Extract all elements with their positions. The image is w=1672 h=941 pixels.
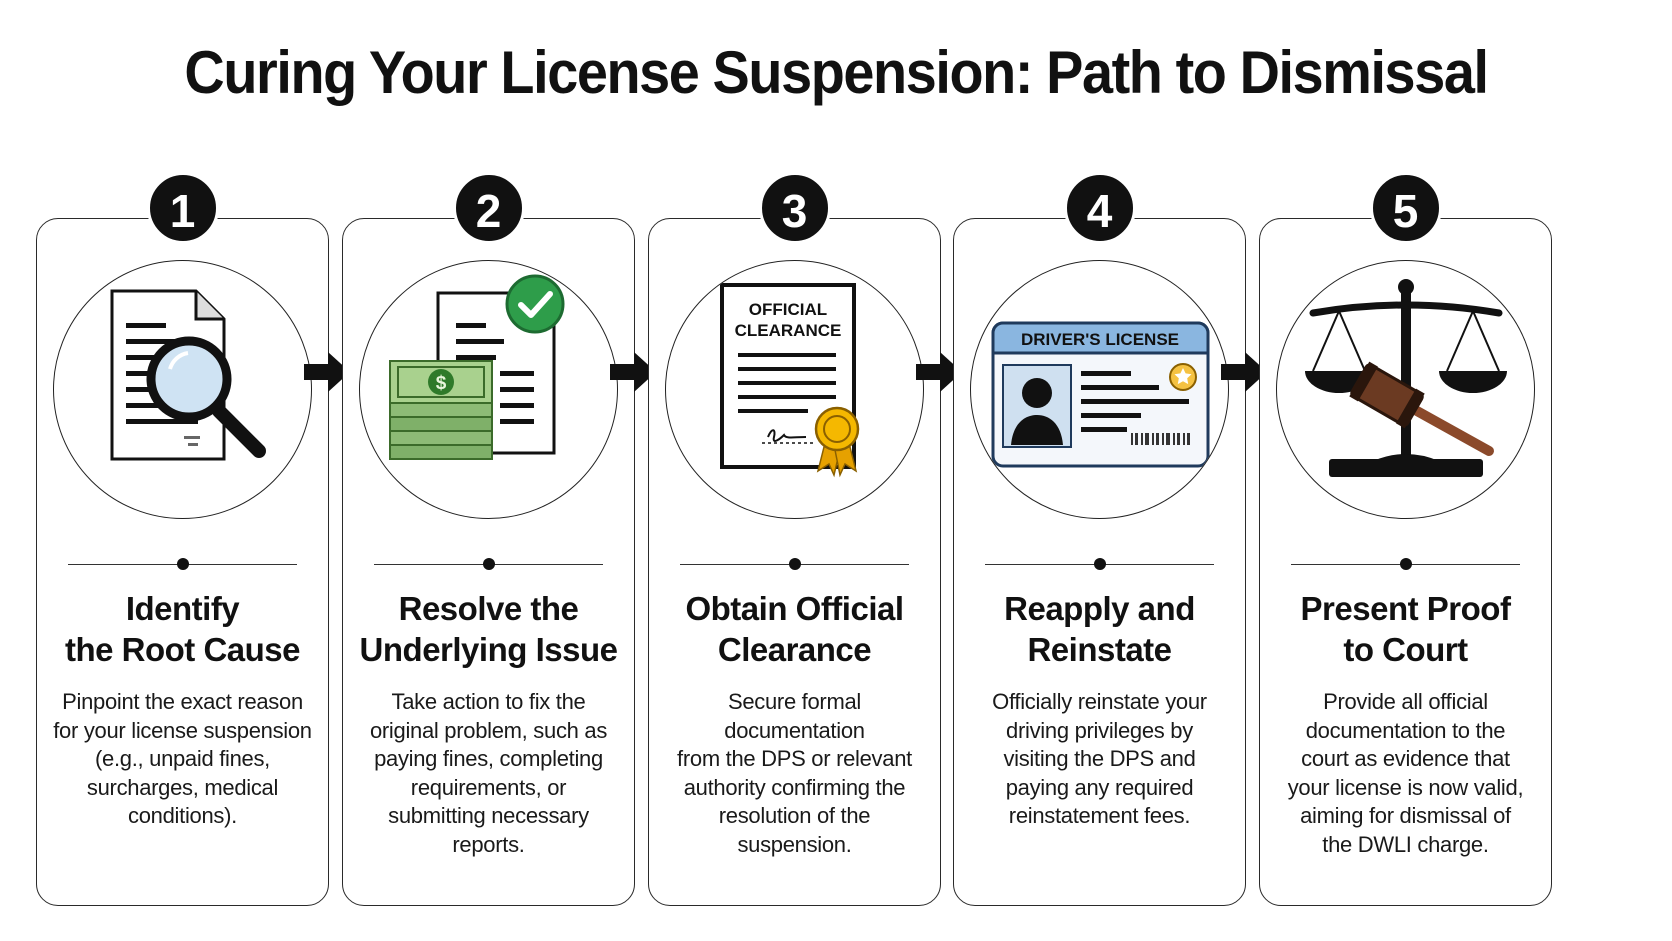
- icon-circle: $: [359, 260, 618, 519]
- certificate-heading-line2: CLEARANCE: [735, 321, 842, 340]
- certificate-heading-line1: OFFICIAL: [749, 300, 827, 319]
- divider: [68, 558, 297, 570]
- step-description: Take action to fix the original problem,…: [369, 689, 608, 857]
- money-checkmark-document-icon: $: [389, 274, 565, 460]
- icon-circle: [53, 260, 312, 519]
- step-1: 1 Identify the Root Cause Pinpoint the e…: [36, 170, 329, 910]
- official-clearance-certificate-icon: OFFICIAL CLEARANCE: [720, 283, 860, 478]
- divider: [374, 558, 603, 570]
- step-2: 2 $ Resolve the Underlying Iss: [342, 170, 635, 910]
- arrow-right-icon: [608, 350, 658, 394]
- icon-circle: [1276, 260, 1535, 519]
- step-title: Obtain Official Clearance: [685, 590, 904, 668]
- page-title: Curing Your License Suspension: Path to …: [184, 39, 1489, 106]
- step-5: 5 Present Proof to Court Provide all off…: [1259, 170, 1552, 910]
- step-number-badge: 3: [758, 172, 831, 244]
- divider: [1291, 558, 1520, 570]
- step-number-badge: 4: [1063, 172, 1136, 244]
- step-description: Secure formal documentation from the DPS…: [677, 689, 912, 857]
- divider: [680, 558, 909, 570]
- step-number-badge: 1: [146, 172, 219, 244]
- icon-circle: DRIVER'S LICENSE: [970, 260, 1229, 519]
- license-heading: DRIVER'S LICENSE: [1021, 330, 1179, 349]
- icon-circle: OFFICIAL CLEARANCE: [665, 260, 924, 519]
- scales-gavel-icon: [1305, 279, 1507, 477]
- document-magnifier-icon: [110, 289, 266, 461]
- svg-text:$: $: [436, 373, 447, 394]
- step-number-badge: 2: [452, 172, 525, 244]
- step-description: Pinpoint the exact reason for your licen…: [53, 689, 312, 828]
- step-description: Officially reinstate your driving privil…: [992, 689, 1207, 828]
- step-4: 4 DRIVER'S LICENSE Re: [953, 170, 1246, 910]
- drivers-license-icon: DRIVER'S LICENSE: [991, 321, 1210, 468]
- divider: [985, 558, 1214, 570]
- arrow-right-icon: [1219, 350, 1269, 394]
- step-number-badge: 5: [1369, 172, 1442, 244]
- step-title: Present Proof to Court: [1300, 590, 1511, 668]
- step-title: Identify the Root Cause: [64, 590, 301, 668]
- step-title: Resolve the Underlying Issue: [359, 590, 618, 668]
- arrow-right-icon: [914, 350, 964, 394]
- step-title: Reapply and Reinstate: [1004, 590, 1195, 668]
- step-description: Provide all official documentation to th…: [1287, 689, 1524, 857]
- arrow-right-icon: [302, 350, 352, 394]
- step-3: 3 OFFICIAL CLEARANCE Obtain Official Cle…: [648, 170, 941, 910]
